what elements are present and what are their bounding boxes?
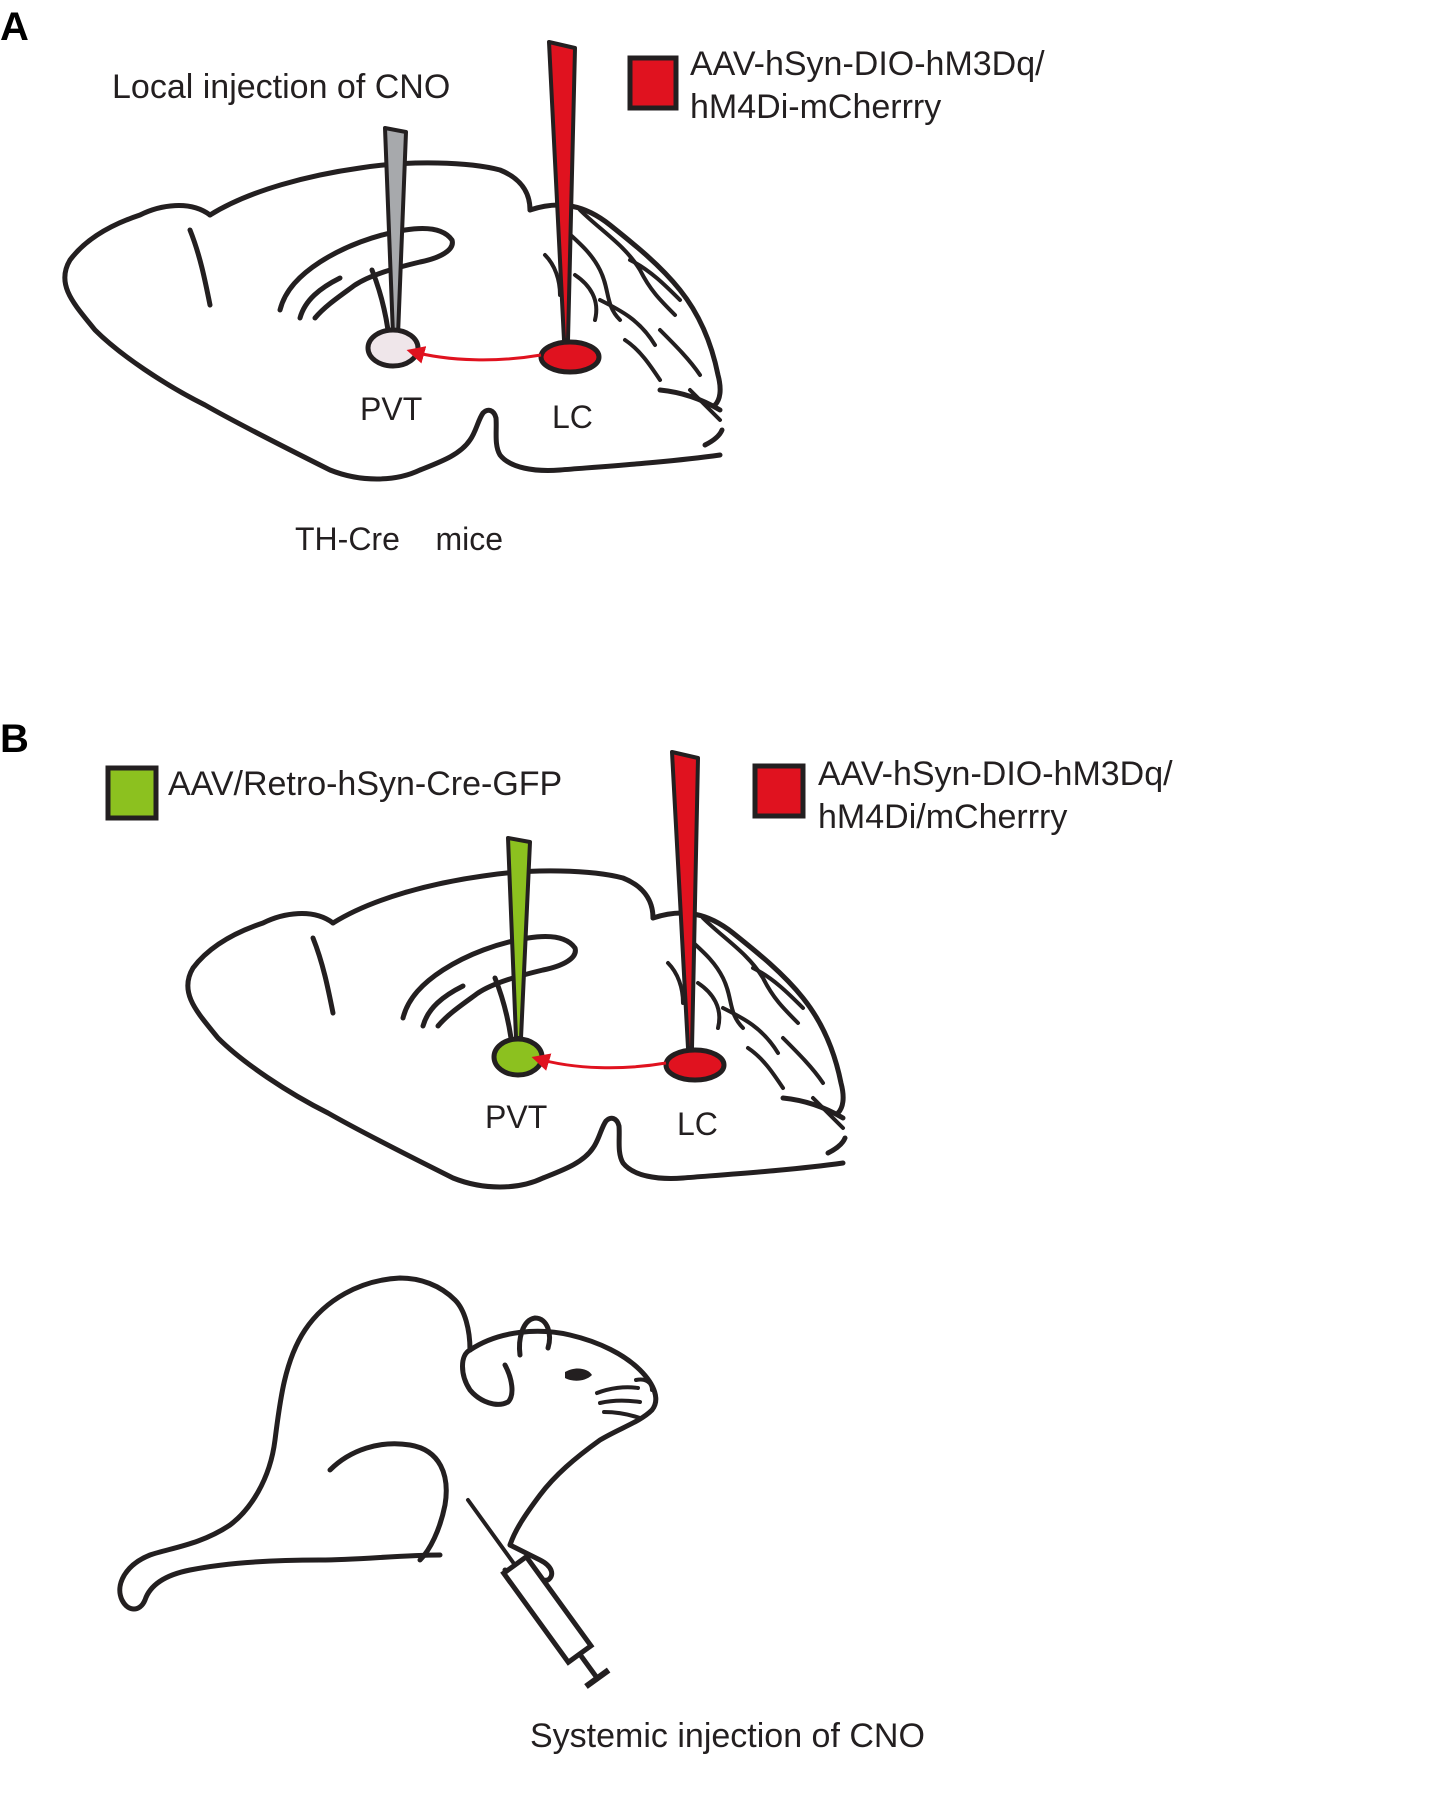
panel-a-cno-needle-icon	[383, 126, 408, 337]
panel-a-mouse-line-label: TH-Cre mice	[295, 521, 503, 557]
panel-a-pvt-nucleus	[365, 327, 421, 369]
panel-b-pvt-nucleus	[491, 1036, 545, 1078]
panel-b-systemic-label: Systemic injection of CNO	[530, 1717, 925, 1755]
panel-b-retro-label: AAV/Retro-hSyn-Cre-GFP	[168, 765, 562, 803]
mouse-eye	[565, 1368, 592, 1381]
panel-a-virus-label-line1: AAV-hSyn-DIO-hM3Dq/	[690, 45, 1045, 83]
panel-b-letter: B	[0, 717, 29, 761]
panel-b-retro-legend-swatch	[105, 765, 159, 821]
panel-b-virus-label-line2: hM4Di/mCherrry	[818, 798, 1067, 836]
syringe-icon	[466, 1498, 611, 1689]
panel-b-virus-label-line1: AAV-hSyn-DIO-hM3Dq/	[818, 755, 1173, 793]
panel-a-virus-label-line2: hM4Di-mCherrry	[690, 88, 941, 126]
panel-b-pvt-label: PVT	[485, 1099, 547, 1135]
panel-a-lc-pvt-arrow	[406, 346, 542, 364]
panel-a-virus-needle-icon	[547, 40, 577, 342]
panel-b-lc-pvt-arrow	[531, 1053, 667, 1071]
panel-a-letter: A	[0, 5, 29, 49]
mouse-icon	[117, 1275, 659, 1612]
panel-b-virus-needle-icon	[670, 750, 700, 1050]
panel-b-lc-label: LC	[677, 1106, 718, 1142]
panel-a-pvt-label: PVT	[360, 391, 422, 427]
panel-b-virus-legend-swatch	[752, 763, 806, 819]
panel-a-lc-nucleus	[538, 339, 602, 375]
panel-a-virus-legend-swatch	[627, 55, 679, 111]
panel-b-lc-nucleus	[663, 1047, 727, 1083]
panel-a-cno-label: Local injection of CNO	[112, 68, 450, 106]
panel-a-lc-label: LC	[552, 399, 593, 435]
panel-b-retro-needle-icon	[506, 836, 532, 1040]
